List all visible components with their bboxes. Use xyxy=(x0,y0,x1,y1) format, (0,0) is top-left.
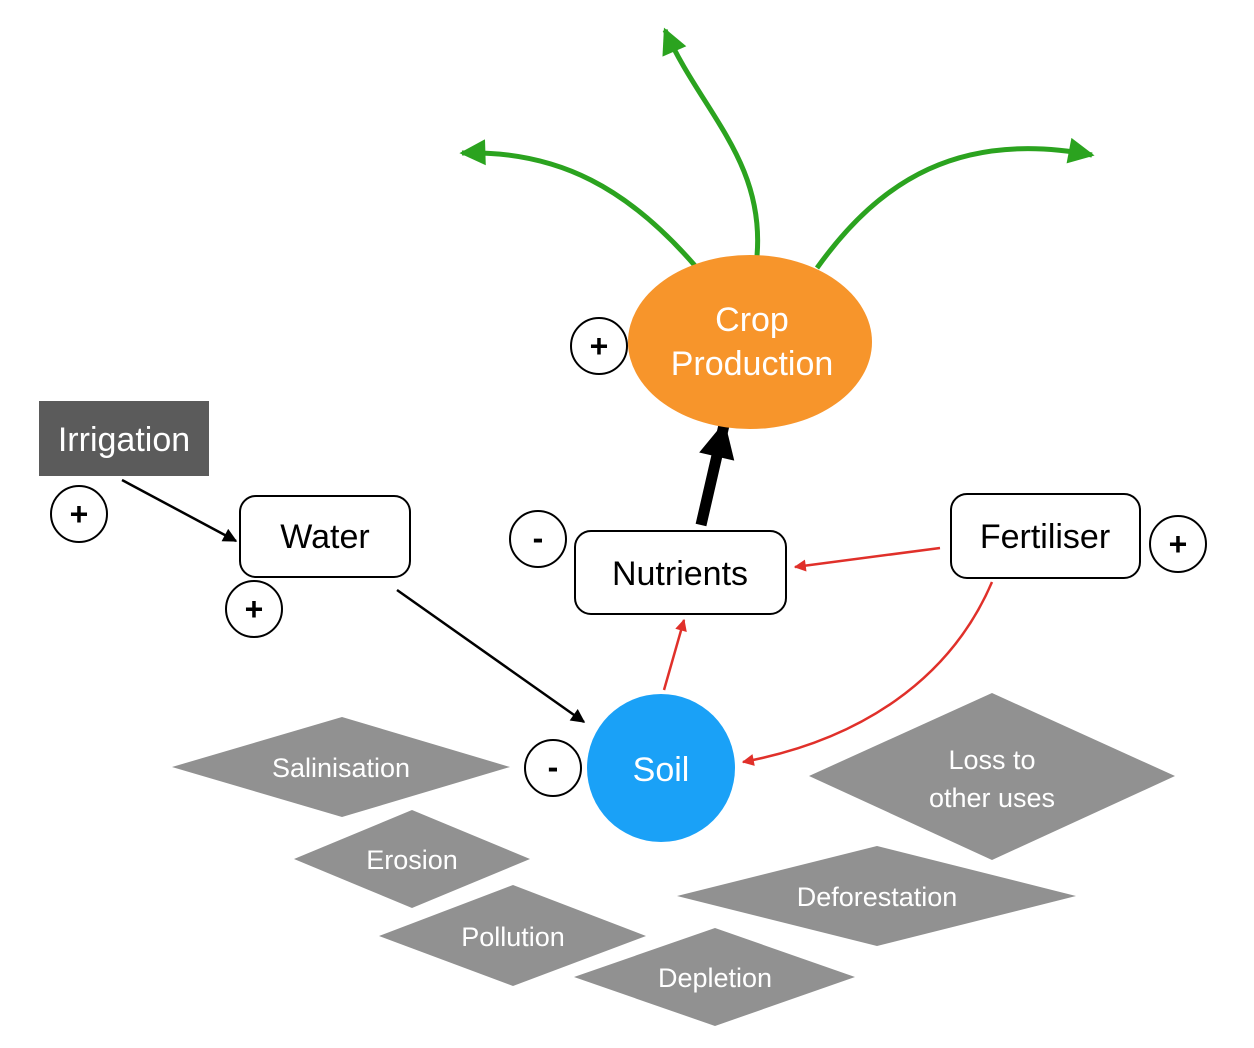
svg-text:Pollution: Pollution xyxy=(461,922,565,952)
nutrients-label: Nutrients xyxy=(612,555,748,593)
svg-text:Salinisation: Salinisation xyxy=(272,753,410,783)
svg-text:Erosion: Erosion xyxy=(366,845,458,875)
fertiliser-label: Fertiliser xyxy=(980,518,1110,556)
svg-text:Depletion: Depletion xyxy=(658,963,772,993)
crop-production-label-line2: Production xyxy=(671,345,834,383)
threat-depletion: Depletion xyxy=(574,928,855,1026)
irrigation-label: Irrigation xyxy=(58,421,190,459)
sign-soil: - xyxy=(524,739,582,797)
fertiliser-node[interactable] xyxy=(950,493,1141,579)
arrow-nutrients-to-crop xyxy=(695,421,735,527)
output-arrow-left xyxy=(459,139,699,270)
irrigation-node[interactable] xyxy=(39,401,209,476)
water-label: Water xyxy=(280,518,369,556)
water-node[interactable] xyxy=(239,495,411,578)
crop-production-label-line1: Crop xyxy=(715,301,789,339)
sign-fertiliser: + xyxy=(1149,515,1207,573)
svg-text:-: - xyxy=(548,749,559,785)
svg-text:+: + xyxy=(70,496,89,532)
svg-text:-: - xyxy=(533,520,544,556)
svg-text:Loss to: Loss to xyxy=(948,745,1035,775)
arrow-fertiliser-to-soil xyxy=(741,581,994,766)
threat-salinisation: Salinisation xyxy=(172,717,510,817)
sign-nutrients: - xyxy=(509,510,567,568)
threat-deforestation: Deforestation xyxy=(677,846,1076,946)
arrow-fertiliser-to-nutrients xyxy=(793,546,941,572)
svg-text:+: + xyxy=(1169,526,1188,562)
arrow-soil-to-nutrients xyxy=(662,618,687,691)
sign-water: + xyxy=(225,580,283,638)
threat-loss-to-other-uses: Loss to other uses xyxy=(809,693,1175,860)
svg-text:Deforestation: Deforestation xyxy=(797,882,958,912)
threat-pollution: Pollution xyxy=(379,885,646,986)
output-arrow-right xyxy=(814,137,1095,270)
crop-production-node[interactable] xyxy=(628,255,872,429)
sign-irrigation: + xyxy=(50,485,108,543)
svg-text:+: + xyxy=(245,591,264,627)
nutrients-node[interactable] xyxy=(574,530,787,615)
output-arrow-top xyxy=(662,27,761,257)
svg-text:+: + xyxy=(590,328,609,364)
arrow-irrigation-to-water xyxy=(121,478,238,543)
sign-crop: + xyxy=(570,317,628,375)
threat-erosion: Erosion xyxy=(294,810,530,908)
soil-node[interactable] xyxy=(587,694,735,842)
soil-label: Soil xyxy=(633,751,690,789)
svg-text:other uses: other uses xyxy=(929,783,1055,813)
arrow-water-to-soil xyxy=(396,588,586,724)
